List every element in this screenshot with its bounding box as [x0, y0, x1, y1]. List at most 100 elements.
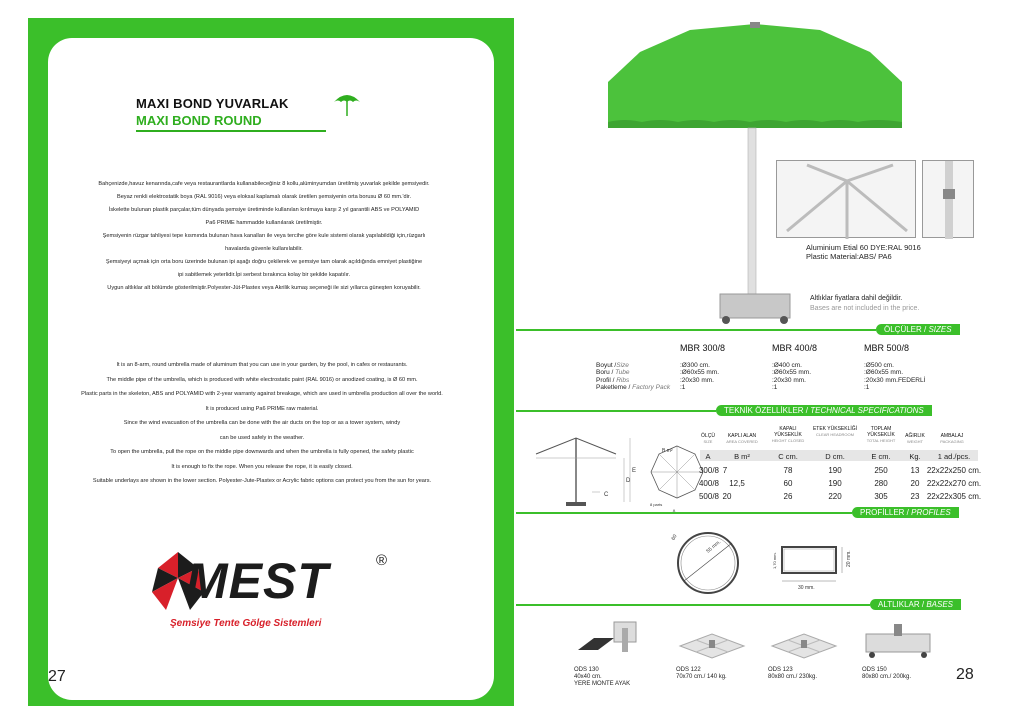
size-label-row: Boyut /Size: [596, 362, 629, 369]
tech-unit-band: [700, 450, 978, 461]
diagram-label-parts: 8 parts: [650, 502, 662, 507]
section-profiles-label: PROFİLLER / PROFILES: [852, 507, 959, 518]
en-line: It is enough to fix the rope. When you r…: [171, 463, 353, 470]
base-item-ods123: ODS 123 80x80 cm./ 230kg.: [768, 620, 840, 681]
tr-line: Şemsiyenin rüzgar tahliyesi tepe kısmınd…: [102, 233, 426, 239]
tr-line: İskelette bulunan plastik parçalar,tüm d…: [108, 207, 420, 213]
profile-thickness-label: 1,70 mm.: [772, 552, 777, 569]
base-ods130-image: [578, 621, 637, 652]
tr-line: Şemsiyeyi açmak için orta boru üzerinde …: [105, 259, 423, 265]
diagram-label-c: C: [604, 492, 609, 498]
bases-note-en: Bases are not included in the price.: [810, 305, 920, 312]
base-ods123-image: [770, 633, 838, 659]
tr-line: Uygun altlıklar alt bölümde gösterilmişt…: [107, 285, 421, 291]
pole-sketch: [943, 161, 955, 239]
en-line: To open the umbrella, pull the rope on t…: [110, 449, 414, 455]
tech-unit: A: [705, 452, 711, 461]
frame-ribs-sketch: [786, 163, 908, 239]
description-english: It is an 8-arm, round umbrella made of a…: [62, 362, 462, 493]
base-ods122-image: [678, 633, 746, 659]
base-code: ODS 123: [768, 667, 793, 673]
description-turkish: Bahçenizde,havuz kenarında,cafe veya res…: [48, 178, 480, 295]
left-page-card: [48, 38, 494, 700]
diagram-label-b: B m²: [662, 448, 673, 454]
model-400-head: MBR 400/8: [772, 343, 818, 353]
en-line: Plastic parts in the skeleton, ABS and P…: [81, 391, 443, 397]
base-size: 80x80 cm./ 200kg.: [862, 674, 912, 680]
base-code: ODS 130: [574, 667, 599, 673]
section-tech-label: TEKNİK ÖZELLİKLER / TECHNICAL SPECIFICAT…: [716, 405, 932, 416]
tr-line: ipi sabitlemek yeterlidir.İpi serbest bı…: [177, 272, 351, 278]
table-row: 500/8 20 26 220 305 23 22x22x305 cm.: [698, 492, 982, 501]
diagram-label-d: D: [626, 478, 631, 484]
material-info: Aluminium Etial 60 DYE:RAL 9016 Plastic …: [806, 243, 921, 261]
profile-wall-label: 55 mm.: [705, 539, 722, 554]
logo-tagline: Şemsiye Tente Gölge Sistemleri: [170, 618, 322, 629]
pole-detail-photo: [922, 160, 974, 239]
table-row: 300/8 7 78 190 250 13 22x22x250 cm.: [698, 466, 982, 475]
en-line: The middle pipe of the umbrella, which i…: [106, 376, 418, 383]
umbrella-photo: [608, 22, 902, 324]
profile-diameter-label: 60: [671, 533, 679, 541]
table-row: 400/8 12,5 60 190 280 20 22x22x270 cm.: [698, 479, 982, 488]
logo-umbrella-mark: [152, 552, 204, 610]
page-number-left: 27: [48, 668, 66, 685]
section-tech: TEKNİK ÖZELLİKLER / TECHNICAL SPECIFICAT…: [516, 405, 976, 416]
tech-unit: Kg.: [909, 452, 921, 461]
en-line: Suitable underlays are shown in the lowe…: [92, 478, 432, 484]
size-label-row: Boru / Tube: [596, 369, 630, 377]
tech-unit: C cm.: [778, 452, 798, 461]
tech-unit: E cm.: [871, 452, 891, 461]
section-profiles: PROFİLLER / PROFILES: [516, 507, 976, 518]
model-500-head: MBR 500/8: [864, 343, 910, 353]
tech-unit: 1 ad./pcs.: [937, 452, 971, 461]
base-item-ods130: ODS 130 40x40 cm. YERE MONTE AYAK: [574, 620, 646, 688]
size-labels: Boyut /Size Boru / Tube Profil / Ribs Pa…: [596, 362, 670, 392]
section-sizes-label: ÖLÇÜLER / SIZES: [876, 324, 960, 335]
tech-unit: D cm.: [825, 452, 845, 461]
tr-line: Bahçenizde,havuz kenarında,cafe veya res…: [98, 181, 430, 187]
profile-width-label: 30 mm.: [798, 585, 815, 591]
base-desc: YERE MONTE AYAK: [574, 681, 631, 687]
en-line: It is an 8-arm, round umbrella made of a…: [116, 362, 408, 368]
frame-detail-photo: [776, 160, 916, 239]
base-size: 80x80 cm./ 230kg.: [768, 674, 818, 680]
umbrella-icon: [334, 95, 360, 116]
base-item-ods122: ODS 122 70x70 cm./ 140 kg.: [676, 620, 748, 681]
size-label-row: Profil / Ribs: [596, 376, 630, 384]
base-size: 40x40 cm.: [574, 674, 602, 680]
page-number-right: 28: [956, 666, 974, 683]
title-turkish: MAXI BOND YUVARLAK: [136, 96, 289, 111]
diagram-label-e: E: [632, 468, 636, 474]
material-line: Plastic Material:ABS/ PA6: [806, 252, 892, 261]
logo-wordmark: MEST: [186, 553, 329, 609]
dimension-diagram: C D E B m² 8 parts A: [535, 437, 704, 516]
model-300-head: MBR 300/8: [680, 343, 726, 353]
tr-line: havalarda güvenle kullanılabilir.: [225, 246, 303, 252]
product-title: MAXI BOND YUVARLAK MAXI BOND ROUND: [136, 95, 376, 132]
material-line: Aluminium Etial 60 DYE:RAL 9016: [806, 243, 921, 252]
base-code: ODS 150: [862, 667, 887, 673]
profile-cross-sections: 60 55 mm. 30 mm. 20 mm. 1,70 mm.: [671, 532, 852, 594]
en-line: Since the wind evacuation of the umbrell…: [123, 420, 401, 426]
model-400-values: :Ø400 cm. :Ø60x55 mm. :20x30 mm. :1: [772, 362, 812, 392]
tech-unit: B m²: [734, 452, 750, 461]
title-english: MAXI BOND ROUND: [136, 113, 326, 132]
base-size: 70x70 cm./ 140 kg.: [676, 674, 727, 680]
section-bases-label: ALTLIKLAR / BASES: [870, 599, 962, 610]
size-label-row: Paketleme / Factory Pack: [596, 384, 671, 392]
bases-note-tr: Altlıklar fiyatlara dahil değildir.: [810, 295, 903, 302]
base-ods150-image: [865, 624, 931, 658]
mest-logo: MEST ® Şemsiye Tente Gölge Sistemleri: [148, 548, 398, 638]
en-line: can be used safely in the weather.: [219, 434, 305, 441]
left-page-panel: [28, 18, 514, 706]
model-300-values: :Ø300 cm. :Ø60x55 mm. :20x30 mm. :1: [680, 362, 720, 392]
base-code: ODS 122: [676, 667, 701, 673]
